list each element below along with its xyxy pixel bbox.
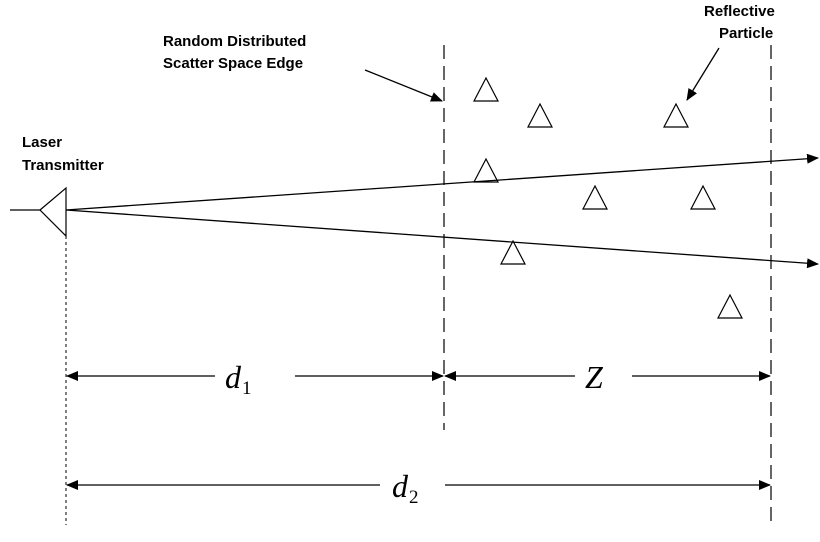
laser-beams [65,153,819,269]
particle-pointer-arrow [686,47,720,101]
d1-label: d1 [225,359,252,399]
edge-pointer-arrow [364,69,443,102]
particle-triangle-icon [717,293,743,319]
particle-triangle-icon [663,102,689,128]
edge-label-line1: Random Distributed [163,33,306,50]
edge-label-line2: Scatter Space Edge [163,55,303,72]
upper-beam [65,153,819,211]
particle-triangle-icon [500,239,526,265]
particle-triangle-icon [690,184,716,210]
laser-label-line1: Laser [22,134,62,151]
reflective-particles [473,76,743,319]
laser-label-line2: Transmitter [22,157,104,174]
laser-transmitter-icon [10,186,67,238]
particle-triangle-icon [473,157,499,183]
particle-label-line2: Particle [719,25,773,42]
z-label: Z [585,359,604,395]
particle-triangle-icon [582,184,608,210]
particle-label-line1: Reflective [704,3,775,20]
particle-triangle-icon [527,102,553,128]
d2-label: d2 [392,468,419,508]
lower-beam [65,209,819,269]
particle-triangle-icon [473,76,499,102]
